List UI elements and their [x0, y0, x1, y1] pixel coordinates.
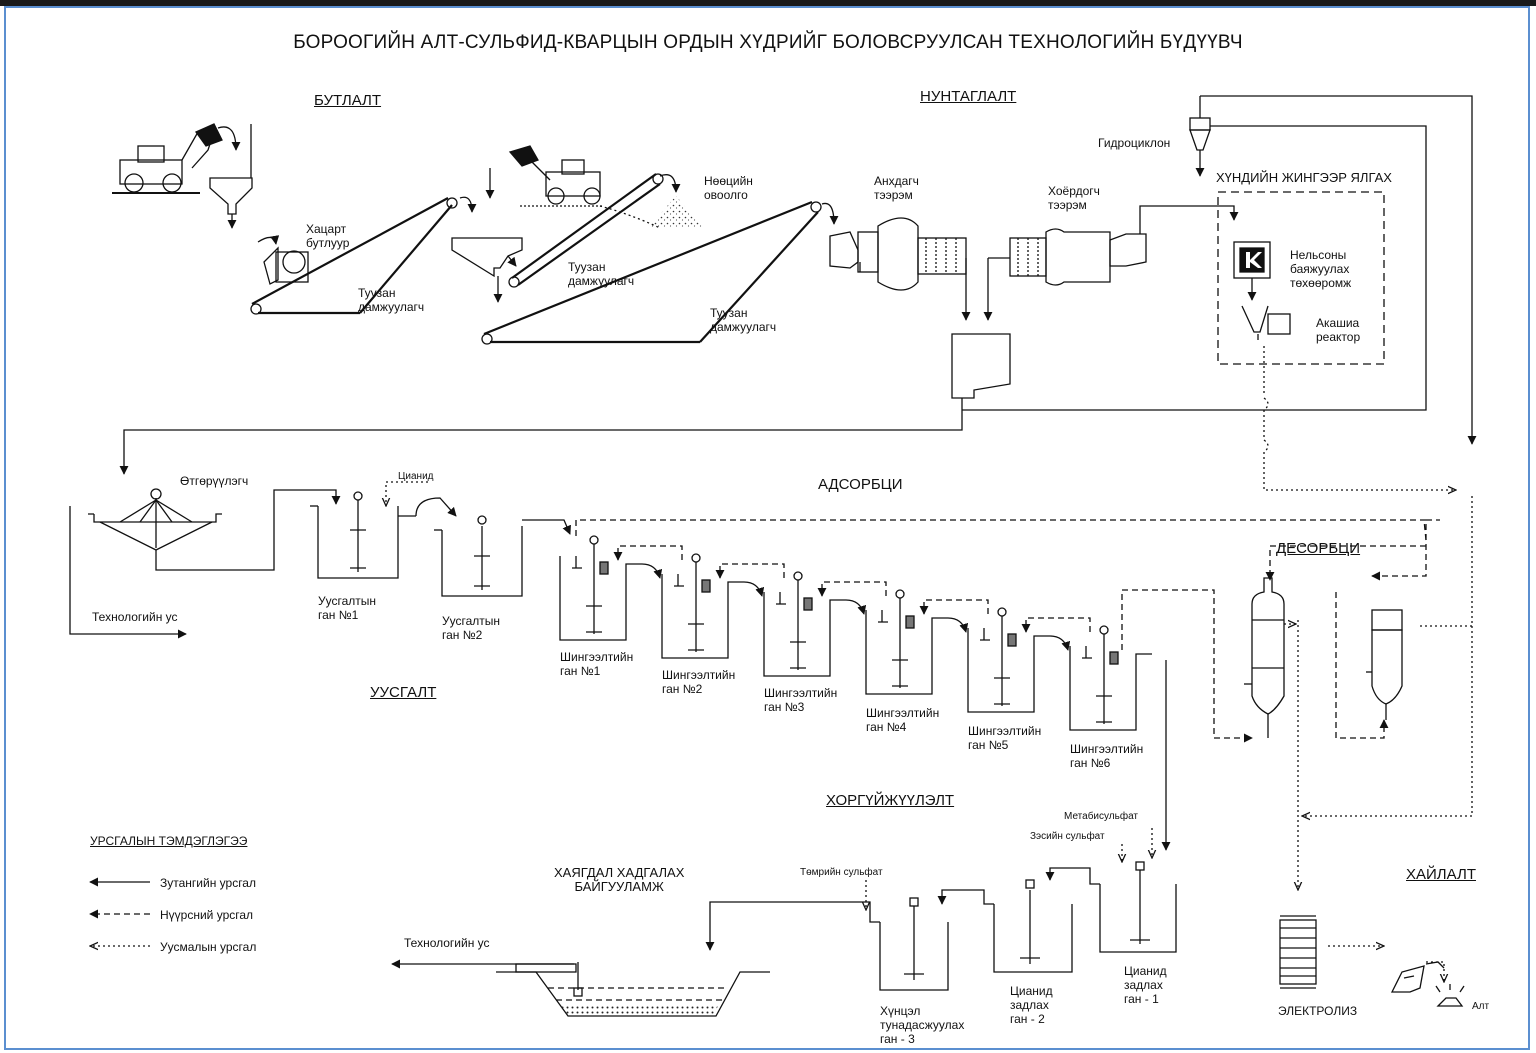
label-acacia: Акашиа реактор: [1316, 316, 1361, 344]
conveyor-1: [250, 196, 477, 315]
stockpile-feed: [599, 205, 661, 229]
label-electrolysis: ЭЛЕКТРОЛИЗ: [1278, 1004, 1358, 1018]
gravity-separation-box: [1217, 191, 1385, 365]
adsorption-tank-4: [865, 589, 989, 695]
label-detox-tank-1: Цианид задлах ган - 1: [1124, 964, 1167, 1006]
label-nelson: Нельсоны баяжуулах төхөөромж: [1290, 248, 1352, 290]
leach-tank-1: [310, 491, 457, 579]
detox-tank-1: [1045, 861, 1177, 953]
section-gravity: ХҮНДИЙН ЖИНГЭЭР ЯЛГАХ: [1216, 170, 1392, 185]
label-adsorption-tank-5: Шингээлтийн ган №5: [968, 724, 1042, 752]
tailings-pond-icon: [391, 959, 770, 1017]
label-metabisulfate: Метабисульфат: [1064, 811, 1138, 822]
label-copper-sulfate: Зэсийн сульфат: [1030, 831, 1105, 842]
label-adsorption-tank-3: Шингээлтийн ган №3: [764, 686, 838, 714]
label-conveyor-3: Туузан дамжуулагч: [710, 306, 777, 334]
conveyor-2: [508, 173, 681, 288]
label-secondary-mill: Хоёрдогч тээрэм: [1048, 184, 1100, 212]
adsorption-tank-2: [661, 553, 785, 659]
detox-tank-2: [937, 879, 1073, 973]
section-leaching: УУСГАЛТ: [370, 684, 437, 701]
adsorption-tank-3: [763, 571, 887, 677]
label-iron-sulfate: Төмрийн сульфат: [800, 867, 883, 878]
label-stockpile: Нөөцийн овоолго: [704, 174, 753, 202]
elution-column-1-icon: [1244, 577, 1285, 738]
thickener-feed: [119, 410, 963, 475]
label-leach-tank-2: Уусгалтын ган №2: [442, 614, 501, 642]
label-leach-tank-1: Уусгалтын ган №1: [318, 594, 377, 622]
loader-1-icon: [112, 123, 223, 194]
label-detox-tank-2: Цианид задлах ган - 2: [1010, 984, 1053, 1026]
loader-2-icon: [508, 145, 604, 207]
nelson-concentrator-icon: [1233, 241, 1271, 301]
label-detox-tank-3: Хүнцэл тунадасжуулах ган - 3: [880, 1004, 965, 1046]
label-gold: Алт: [1472, 1001, 1490, 1012]
legend-title: УРСГАЛЫН ТЭМДЭГЛЭГЭЭ: [90, 834, 248, 848]
label-adsorption-tank-4: Шингээлтийн ган №4: [866, 706, 940, 734]
electrowinning-cell-icon: [1279, 915, 1317, 989]
elution-column-2-icon: [1366, 609, 1403, 720]
hydrocyclone-icon: [962, 95, 1477, 445]
label-tailings: ХАЯГДАЛ ХАДГАЛАХ БАЙГУУЛАМЖ: [554, 865, 685, 894]
label-conveyor-2: Туузан дамжуулагч: [568, 260, 635, 288]
legend-solid-label: Зутангийн урсгал: [160, 876, 256, 890]
legend-dotted-label: Уусмалын урсгал: [160, 940, 257, 954]
label-adsorption-tank-2: Шингээлтийн ган №2: [662, 668, 736, 696]
smelting-furnace-icon: [1390, 961, 1445, 993]
section-desorption: ДЕСОРБЦИ: [1276, 540, 1361, 557]
receiving-hopper: [209, 124, 253, 229]
section-detox: ХОРГҮЙЖҮҮЛЭЛТ: [826, 792, 955, 809]
surge-bin: [451, 168, 523, 303]
label-primary-mill: Анхдагч тээрэм: [874, 174, 919, 202]
label-cyanide: Цианид: [398, 471, 434, 482]
leach-tank-2: [434, 515, 571, 597]
secondary-mill-icon: [1009, 228, 1147, 286]
label-thickener: Өтгөрүүлэгч: [180, 474, 249, 488]
stockpile-icon: [648, 196, 704, 228]
label-process-water-2: Технологийн ус: [404, 936, 490, 950]
diagram-title: БОРООГИЙН АЛТ-СУЛЬФИД-КВАРЦЫН ОРДЫН ХҮДР…: [293, 32, 1243, 53]
adsorption-tank-6: [1069, 625, 1152, 731]
section-grinding: НУНТАГЛАЛТ: [920, 88, 1017, 105]
label-process-water-1: Технологийн ус: [92, 610, 178, 624]
conveyor-3: [481, 200, 839, 345]
adsorption-tank-5: [967, 607, 1091, 713]
top-cut-strip: [0, 0, 1536, 6]
adsorption-tanks: [559, 519, 1440, 743]
label-adsorption-tank-1: Шингээлтийн ган №1: [560, 650, 634, 678]
acacia-reactor-icon: [1241, 305, 1291, 340]
label-jaw-crusher: Хацарт бутлуур: [306, 222, 350, 250]
adsorption-tank-1: [559, 535, 683, 641]
thickener-icon: [69, 488, 341, 639]
primary-mill-icon: [829, 217, 967, 291]
label-adsorption-tank-6: Шингээлтийн ган №6: [1070, 742, 1144, 770]
section-crushing: БУТЛАЛТ: [314, 92, 382, 109]
detox-tank-3: [705, 897, 949, 991]
section-adsorption: АДСОРБЦИ: [818, 476, 903, 493]
gold-bar-icon: [1435, 984, 1465, 1007]
legend-dashed-label: Нүүрсний урсгал: [160, 908, 254, 922]
label-conveyor-1: Туузан дамжуулагч: [358, 286, 425, 314]
section-smelting: ХАЙЛАЛТ: [1406, 866, 1476, 883]
diagram-frame: [4, 6, 1530, 1050]
sump-tank: [951, 333, 1011, 410]
label-hydrocyclone: Гидроциклон: [1098, 136, 1171, 150]
